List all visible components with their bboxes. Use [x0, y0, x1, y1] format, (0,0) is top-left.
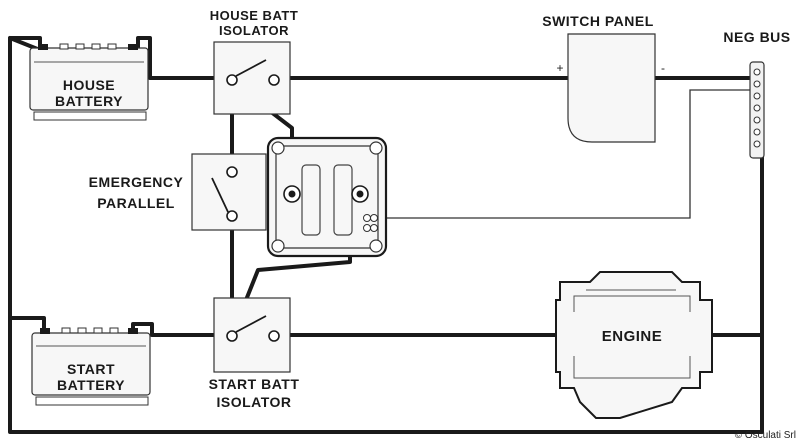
switch-panel-label: SWITCH PANEL: [542, 13, 654, 29]
emergency-parallel-label-2: PARALLEL: [97, 195, 175, 211]
wire-start-positive: [131, 322, 232, 337]
switch-panel-plus: +: [556, 61, 563, 75]
switch-panel-minus: -: [661, 61, 665, 75]
house-battery-label-2: BATTERY: [55, 93, 123, 109]
engine: ENGINE: [555, 271, 713, 419]
neg-bus: NEG BUS: [723, 29, 790, 159]
switch-panel: + - SWITCH PANEL: [542, 13, 665, 143]
house-battery-label-1: HOUSE: [63, 77, 115, 93]
wire-start-negative: [8, 316, 46, 335]
battery-combiner-unit: [266, 136, 388, 258]
start-battery: START BATTERY: [31, 327, 151, 406]
engine-label: ENGINE: [602, 328, 663, 345]
house-batt-isolator-label-2: ISOLATOR: [219, 23, 289, 38]
neg-bus-label: NEG BUS: [723, 29, 790, 45]
house-batt-isolator: HOUSE BATT ISOLATOR: [210, 8, 299, 115]
wire-charger-negative: [372, 89, 752, 219]
start-batt-isolator-label-1: START BATT: [209, 376, 300, 392]
house-batt-isolator-label-1: HOUSE BATT: [210, 8, 299, 23]
emergency-parallel-label-1: EMERGENCY: [89, 174, 184, 190]
start-battery-label-1: START: [67, 361, 115, 377]
start-batt-isolator: START BATT ISOLATOR: [209, 297, 300, 410]
house-battery: HOUSE BATTERY: [29, 43, 149, 121]
copyright-text: © Osculati Srl: [735, 430, 796, 441]
start-batt-isolator-label-2: ISOLATOR: [216, 394, 291, 410]
wire-house-battery-positive: [136, 36, 232, 80]
start-battery-label-2: BATTERY: [57, 377, 125, 393]
emergency-parallel-switch: EMERGENCY PARALLEL: [89, 153, 267, 231]
